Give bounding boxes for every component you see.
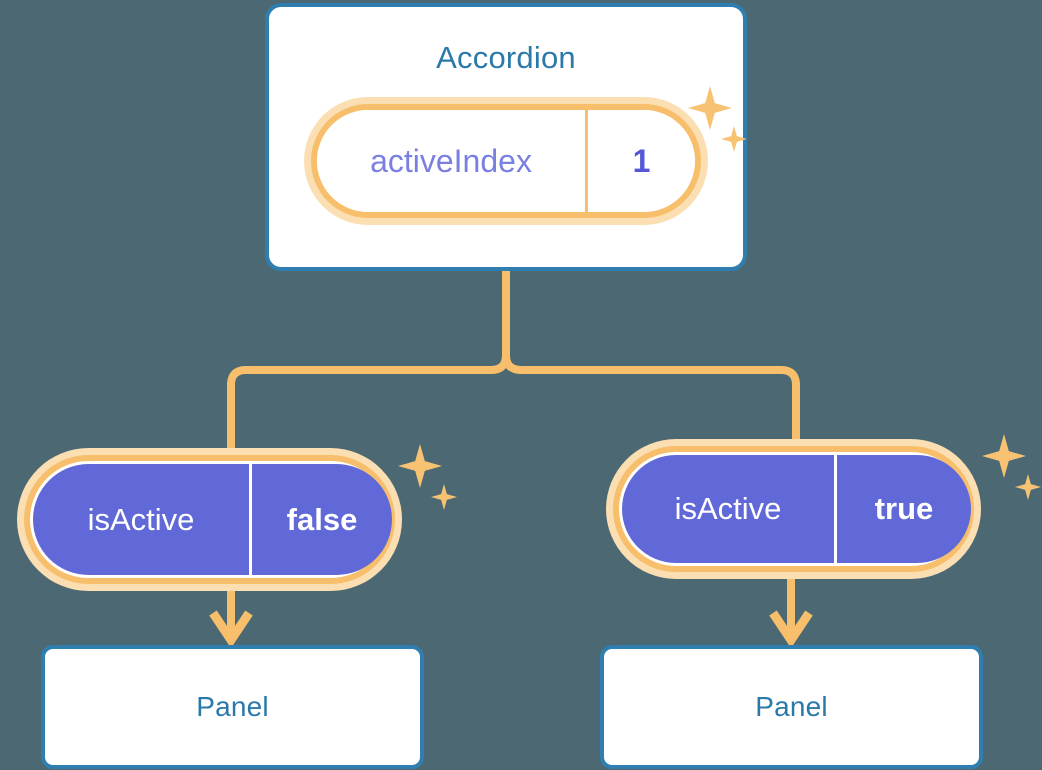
sparkle-icon (1015, 474, 1041, 500)
state-pill-activeindex[interactable]: activeIndex 1 (311, 104, 701, 218)
state-key-label: activeIndex (370, 142, 532, 179)
state-pill-inner: isActive true (622, 455, 971, 563)
component-card-panel-left[interactable]: Panel (41, 645, 424, 769)
state-pill-isactive-left[interactable]: isActive false (24, 455, 395, 584)
sparkle-icon (398, 444, 442, 488)
arrow-head-left (209, 610, 253, 649)
state-pill-inner: activeIndex 1 (317, 110, 695, 212)
state-value-label: true (834, 455, 971, 563)
state-key-label: isActive (87, 501, 195, 537)
component-title-panel: Panel (196, 691, 269, 722)
state-pill-body[interactable]: isActive false (24, 455, 395, 584)
state-value-label: false (249, 464, 392, 575)
state-value-label: 1 (585, 110, 695, 212)
component-title-panel: Panel (755, 691, 828, 722)
sparkle-icon (431, 484, 457, 510)
state-pill-isactive-right[interactable]: isActive true (613, 446, 974, 572)
component-title-accordion: Accordion (436, 40, 576, 75)
arrow-head-right (769, 610, 813, 649)
state-pill-body[interactable]: isActive true (613, 446, 974, 572)
sparkle-icon (982, 434, 1026, 478)
connector-fork (227, 267, 800, 466)
state-pill-inner: isActive false (33, 464, 392, 575)
state-key-label: isActive (674, 491, 782, 526)
component-card-panel-right[interactable]: Panel (600, 645, 983, 769)
state-pill-body[interactable]: activeIndex 1 (311, 104, 701, 218)
